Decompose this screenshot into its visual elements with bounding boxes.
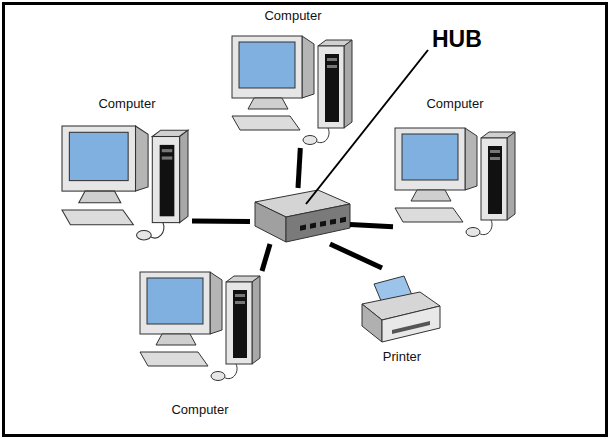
network-cable — [262, 244, 270, 271]
network-cable — [192, 220, 250, 222]
computer-node: Computer — [232, 8, 354, 148]
network-cable — [350, 224, 393, 226]
network-cable — [298, 148, 300, 188]
device-label: Computer — [426, 96, 483, 111]
network-cable — [330, 244, 382, 268]
computer-node: Computer — [62, 96, 192, 238]
computer-node: Computer — [138, 265, 262, 417]
hub-node: HUB — [250, 188, 350, 244]
device-label: Computer — [171, 402, 228, 417]
computer-node: Computer — [393, 96, 517, 238]
printer-node: Printer — [352, 268, 452, 364]
device-label: Printer — [383, 349, 421, 364]
device-label: Computer — [264, 8, 321, 23]
hub-label: HUB — [432, 26, 482, 53]
device-label: Computer — [98, 96, 155, 111]
